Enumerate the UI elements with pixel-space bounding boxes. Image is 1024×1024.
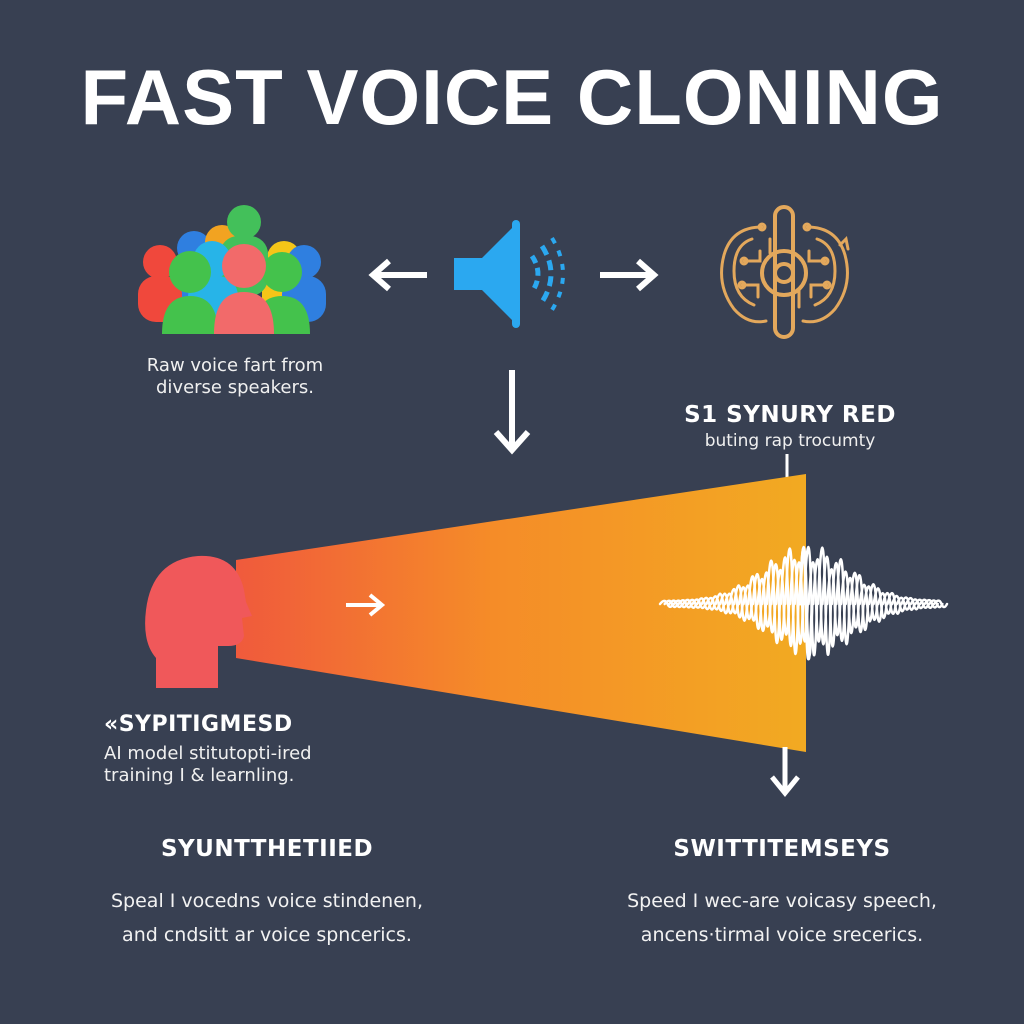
model-label-line2: training I & learnling. <box>104 765 295 786</box>
waveform-stroke <box>695 597 712 611</box>
waveform-stroke <box>760 571 777 634</box>
waveform-stroke <box>765 559 782 645</box>
waveform-stroke <box>849 571 865 633</box>
person-red-front <box>214 244 274 334</box>
waveform-stroke <box>890 594 907 613</box>
waveform-stroke <box>770 563 786 642</box>
waveform-stroke <box>663 599 679 609</box>
waveform-stroke <box>830 562 847 642</box>
bottom-right-heading: SWITTITEMSEYS <box>673 836 891 862</box>
waveform-stroke <box>812 557 828 646</box>
arrow-beam-icon <box>346 593 386 617</box>
waveform-stroke <box>774 568 791 636</box>
speakers-caption-line1: Raw voice fart from <box>146 355 324 376</box>
waveform-stroke <box>677 599 693 609</box>
bottom-left-section: SYUNTTHETIIED Speal I vocedns voice stin… <box>92 836 442 952</box>
arrow-down-output-icon <box>770 747 800 797</box>
waveform-stroke <box>686 598 703 609</box>
waveform-stroke <box>733 584 749 623</box>
waveform-stroke <box>751 572 768 632</box>
waveform-stroke <box>904 596 921 611</box>
waveform-stroke <box>825 568 842 637</box>
waveform-stroke <box>821 555 837 648</box>
waveform-stroke <box>923 598 939 609</box>
waveform-stroke <box>918 598 935 610</box>
model-label-title: «SYPITIGMESD <box>104 712 293 737</box>
waveform-stroke <box>844 577 861 629</box>
model-label-line1: AI model stitutopti-ired <box>104 743 312 764</box>
waveform-stroke <box>900 596 916 612</box>
speaker-icon <box>454 220 565 328</box>
waveform-stroke <box>709 595 726 613</box>
waveform-stroke <box>867 583 884 623</box>
arrow-down-icon <box>493 370 531 455</box>
waveform-stroke <box>746 575 763 630</box>
synthesis-label: S1 SYNURY RED buting rap trocumty <box>660 402 920 452</box>
waveform-stroke <box>691 598 707 610</box>
waveform-stroke <box>872 587 888 620</box>
model-label: «SYPITIGMESD AI model stitutopti-ired tr… <box>104 712 364 787</box>
waveform-stroke <box>886 591 902 616</box>
person-green-front <box>162 251 218 334</box>
waveform-stroke <box>895 596 912 611</box>
page-title: FAST VOICE CLONING <box>80 53 944 141</box>
bottom-left-line1: Speal I vocedns voice stindenen, <box>110 890 423 912</box>
bottom-left-line2: and cndsitt ar voice spncerics. <box>122 924 412 946</box>
waveform-stroke <box>719 592 735 615</box>
arrow-left-icon <box>368 258 427 292</box>
waveform-stroke <box>839 570 856 635</box>
waveform-stroke <box>909 598 926 610</box>
waveform-stroke <box>700 596 717 611</box>
bottom-right-section: SWITTITEMSEYS Speed I wec-are voicasy sp… <box>602 836 962 952</box>
waveform-stroke <box>681 598 698 609</box>
waveform-peak <box>798 547 814 661</box>
waveform-stroke <box>723 592 740 615</box>
waveform-stroke <box>914 598 930 610</box>
circuit-brain-icon <box>720 205 850 339</box>
bottom-left-heading: SYUNTTHETIIED <box>160 836 374 862</box>
waveform-stroke <box>816 546 833 656</box>
waveform-stroke <box>668 599 684 609</box>
waveform-stroke <box>858 583 874 623</box>
waveform-stroke <box>756 578 772 628</box>
waveform-stroke <box>658 599 675 609</box>
waveform-stroke <box>672 599 689 609</box>
waveform-stroke <box>779 556 795 647</box>
waveform-stroke <box>932 599 949 609</box>
speakers-caption: Raw voice fart from diverse speakers. <box>125 355 345 399</box>
head-icon <box>145 555 252 688</box>
waveform-stroke <box>728 587 744 619</box>
waveform-stroke <box>784 547 800 656</box>
waveform-stroke <box>705 596 721 611</box>
waveform-stroke <box>714 592 730 615</box>
bottom-right-line2: ancens·tirmal voice srecerics. <box>640 924 924 946</box>
waveform-stroke <box>807 561 823 643</box>
bottom-right-line1: Speed I wec-are voicasy speech, <box>627 890 937 912</box>
waveform-stroke <box>863 585 879 622</box>
waveform-stroke <box>877 591 893 615</box>
synthesis-label-title: S1 SYNURY RED <box>684 402 896 428</box>
waveform-stroke <box>881 591 898 616</box>
waveform-stroke <box>853 574 870 631</box>
waveform-stroke <box>835 558 851 646</box>
synthesis-label-subtitle: buting rap trocumty <box>704 431 876 451</box>
waveform-stroke <box>788 558 805 645</box>
people-group-icon <box>138 205 326 334</box>
speakers-caption-line2: diverse speakers. <box>156 377 314 398</box>
arrow-right-icon <box>600 258 659 292</box>
waveform-stroke <box>928 599 944 609</box>
waveform-stroke <box>742 584 758 622</box>
waveform-stroke <box>737 586 754 621</box>
